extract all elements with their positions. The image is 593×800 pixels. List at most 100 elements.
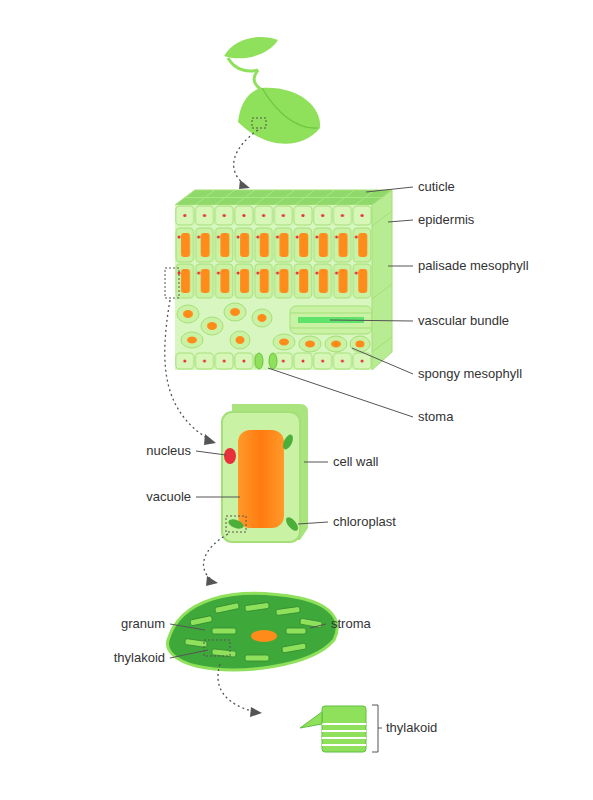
part-label: granum (121, 616, 165, 632)
leader-line (388, 220, 413, 222)
bracket (372, 705, 378, 752)
spongy-cell (224, 303, 246, 321)
spongy-cell (325, 336, 347, 352)
leader-line (378, 728, 382, 729)
palisade-layer (175, 227, 372, 299)
thylakoid-disks (322, 724, 366, 745)
grana (185, 602, 323, 661)
leader-line (298, 522, 328, 524)
chloroplast (281, 433, 295, 451)
part-label: cuticle (418, 179, 455, 195)
spongy-cell (252, 309, 272, 327)
spongy-cell (273, 334, 295, 350)
part-label: vacuole (146, 489, 191, 505)
spongy-cell (177, 305, 199, 323)
granum-stack (190, 616, 213, 626)
vacuole (238, 430, 284, 528)
leader-line (304, 462, 328, 463)
granum-stack (276, 606, 301, 615)
zoom-arrowhead (239, 180, 250, 189)
granum-stack (245, 655, 269, 661)
stoma-gap (256, 352, 276, 370)
leader-line (330, 320, 413, 321)
leader-line (310, 624, 326, 628)
zoom-arrowhead (204, 434, 216, 445)
chloroplast-large (168, 593, 338, 669)
part-label: stroma (331, 616, 371, 632)
thylakoid-stack (322, 706, 366, 752)
spongy-cell (181, 332, 203, 348)
spongy-cell (299, 336, 321, 352)
leader-line (196, 497, 240, 498)
leaf-midrib (262, 88, 318, 128)
part-label: vascular bundle (418, 313, 509, 329)
part-label: thylakoid (386, 720, 437, 736)
zoom-arrow (204, 534, 228, 580)
side-layer-lines (372, 211, 392, 352)
zoom-arrow (165, 300, 210, 440)
cell-vacuole (356, 341, 365, 348)
zoom-arrow (218, 664, 255, 712)
spongy-cell (350, 336, 370, 352)
leader-line (196, 451, 226, 455)
cell-vacuole (236, 336, 245, 344)
part-label: epidermis (418, 212, 474, 228)
chloroplast (227, 518, 245, 531)
leaf-stem (254, 70, 262, 90)
part-label: chloroplast (333, 514, 396, 530)
thylakoid-cut (300, 712, 322, 728)
granum-stack (215, 603, 240, 614)
zoom-arrowhead (250, 707, 262, 717)
zoom-box (226, 516, 246, 532)
spongy-cell (230, 331, 250, 349)
zoom-arrowhead (206, 576, 218, 586)
plant-cell (222, 412, 300, 542)
leaf-stem (228, 58, 258, 71)
part-label: thylakoid (114, 650, 165, 666)
top-cell-lines (175, 190, 382, 205)
lower-epidermis (175, 352, 372, 370)
zoom-box (165, 268, 179, 298)
starch-granule (251, 630, 277, 642)
leader-line (388, 266, 413, 267)
leader-lines (170, 187, 413, 728)
zoom-box (204, 640, 230, 656)
granum-stack (245, 602, 270, 611)
small-leaf (224, 37, 278, 58)
cell-vacuole (258, 314, 267, 322)
granum-stack (282, 643, 307, 653)
block-front (175, 205, 372, 370)
large-leaf (238, 88, 320, 144)
granum-stack (300, 618, 323, 628)
leader-line (366, 187, 413, 192)
leader-line (268, 368, 413, 417)
block-side (372, 190, 392, 370)
part-label: cell wall (333, 454, 379, 470)
part-label: nucleus (146, 443, 191, 459)
upper-epidermis (175, 205, 372, 226)
leader-line (170, 650, 208, 658)
part-label: palisade mesophyll (418, 258, 529, 274)
granum-stack (286, 628, 306, 634)
zoom-arrow (234, 130, 258, 184)
guard-cell (269, 353, 277, 369)
cell-vacuole (305, 341, 315, 348)
part-label: stoma (418, 409, 453, 425)
cell-vacuole (230, 308, 240, 316)
zoom-box (252, 118, 266, 128)
cell-vacuole (207, 322, 217, 330)
leader-line (170, 624, 205, 630)
cell-vacuole (183, 310, 193, 318)
spongy-cell (201, 317, 223, 335)
nucleus (224, 448, 236, 464)
chloroplast (284, 515, 300, 532)
cell-vacuole (279, 339, 289, 346)
cell-vacuole (331, 341, 341, 348)
cell-vacuole (187, 337, 197, 344)
guard-cell (255, 353, 263, 369)
leader-line (352, 348, 413, 374)
part-label: spongy mesophyll (418, 366, 522, 382)
